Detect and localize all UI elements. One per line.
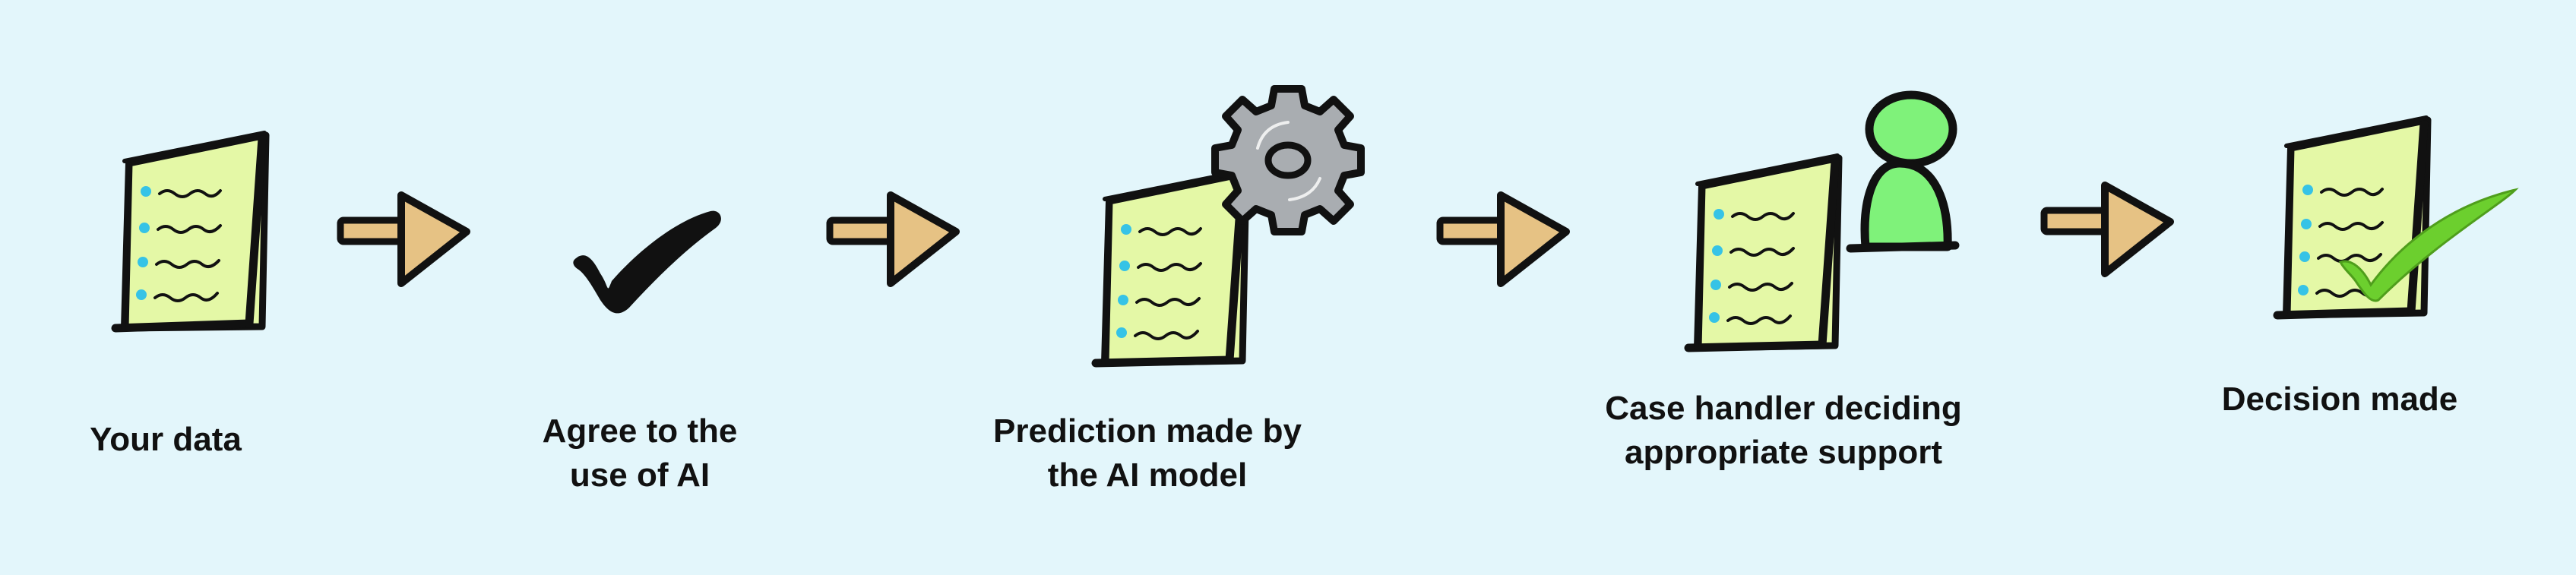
- step-label: appropriate support: [1625, 434, 1942, 471]
- document-gear-icon: [1091, 85, 1365, 368]
- right-arrow-icon: [1436, 191, 1570, 287]
- step-label: Agree to the: [543, 412, 738, 450]
- step-label: the AI model: [1048, 457, 1247, 494]
- step-label: use of AI: [570, 457, 710, 494]
- step-label: Decision made: [2222, 381, 2458, 418]
- document-person-icon: [1684, 90, 1960, 352]
- step-label: Prediction made by: [993, 412, 1302, 450]
- step-label: Case handler deciding: [1605, 390, 1961, 427]
- green-check-icon: [2338, 188, 2519, 302]
- right-arrow-icon: [337, 191, 470, 287]
- right-arrow-icon: [826, 191, 960, 287]
- document-icon: [111, 131, 270, 333]
- gear-icon: [1211, 85, 1365, 235]
- person-icon: [1846, 90, 1960, 253]
- step-label: Your data: [90, 421, 242, 458]
- document-check-icon: [2273, 115, 2519, 320]
- checkmark-icon: [573, 210, 721, 314]
- right-arrow-icon: [2040, 182, 2174, 277]
